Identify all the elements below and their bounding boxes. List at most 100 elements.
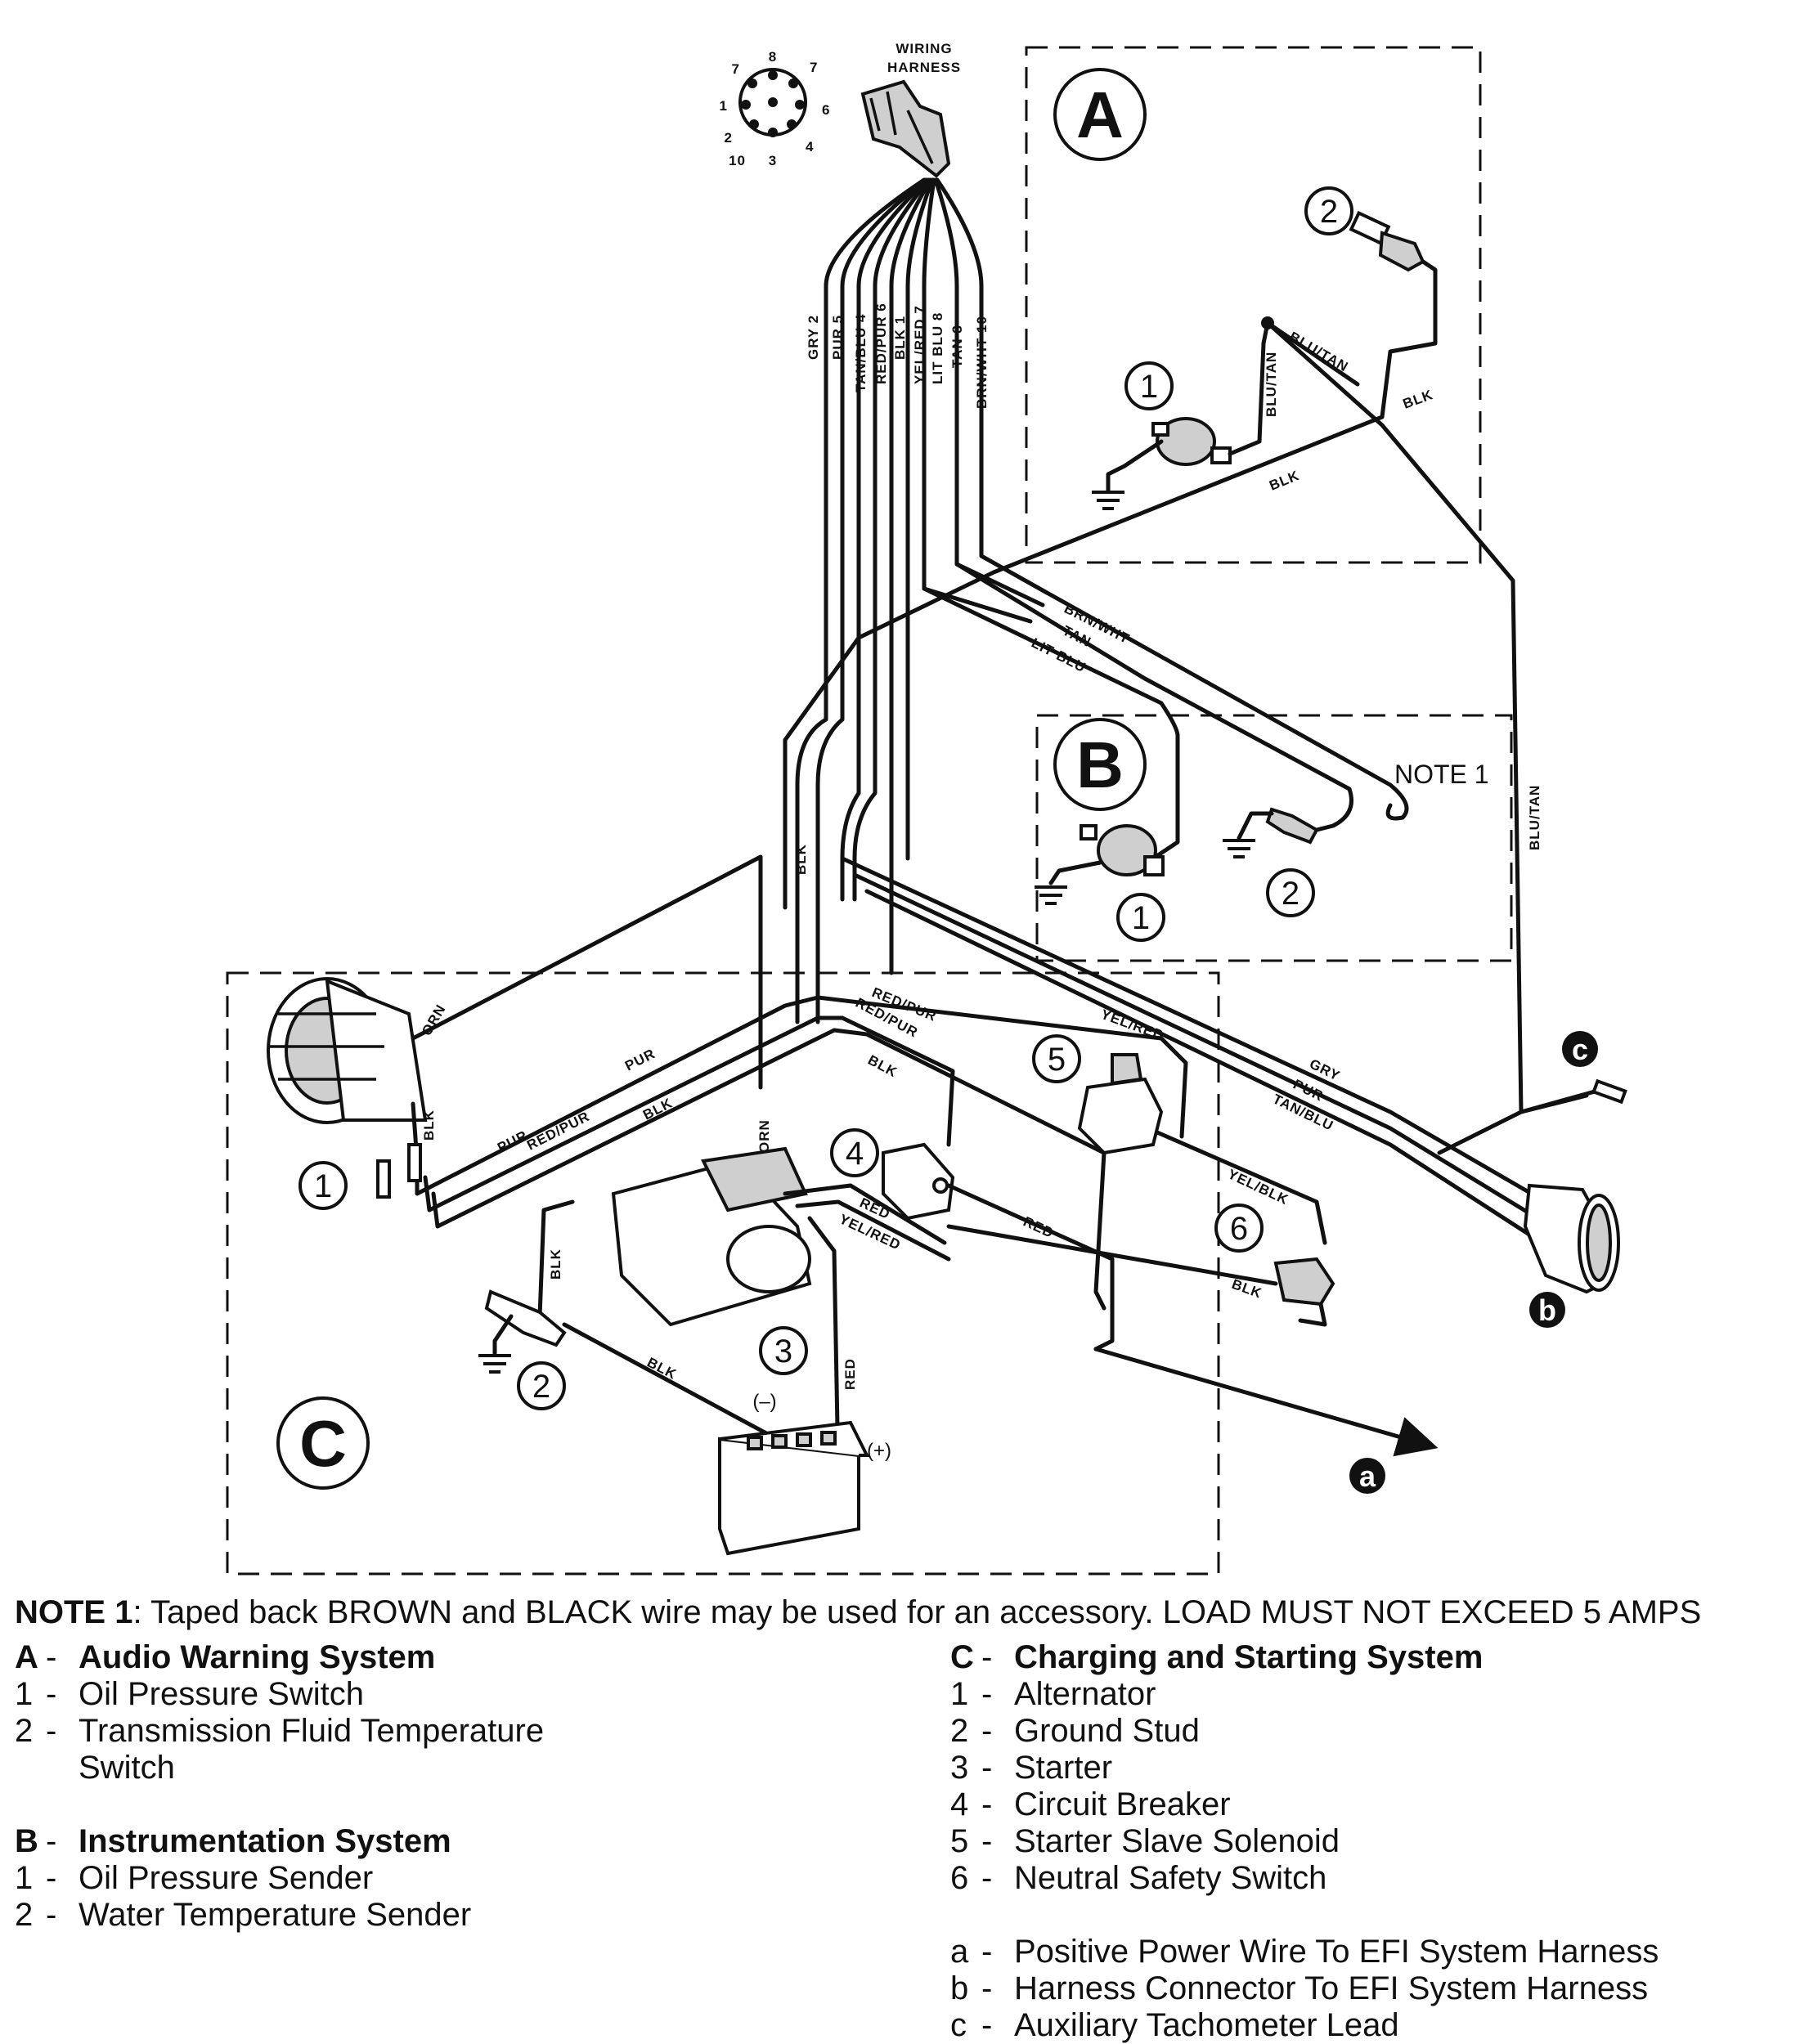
callout-a-marker (1349, 1458, 1385, 1494)
circuit-breaker (882, 1142, 955, 1221)
legend-text: Ground Stud (1014, 1713, 1200, 1749)
legend-item: 5 - Starter Slave Solenoid (950, 1823, 1793, 1860)
legend-dash: - (981, 1676, 993, 1712)
battery-negative: (–) (752, 1391, 776, 1413)
legend-item: 2 - Ground Stud (950, 1713, 1793, 1750)
efi-harness-connector (1523, 1183, 1620, 1294)
section-b-marker (1053, 718, 1147, 811)
pin-4: 4 (806, 139, 814, 155)
alternator (267, 977, 428, 1124)
legend-item: 1 - Alternator (950, 1676, 1793, 1713)
pin-5: 6 (822, 102, 830, 118)
legend-dash: - (981, 1860, 993, 1896)
legend-key: b (950, 1970, 969, 2006)
legend-left-column: A - Audio Warning System 1 - Oil Pressur… (15, 1639, 898, 1934)
legend-item: 2 - Water Temperature Sender (15, 1897, 898, 1934)
note-1-text: : Taped back BROWN and BLACK wire may be… (132, 1594, 1702, 1630)
wire-label-blk-breaker: BLK (865, 1052, 900, 1081)
legend-text: Instrumentation System (79, 1823, 451, 1859)
legend-key: 5 (950, 1823, 969, 1859)
pin-1: 1 (720, 98, 728, 114)
wire-label-red-breaker: RED (1021, 1213, 1056, 1241)
wire-label-brnwht10: BRN/WHT 10 (974, 316, 990, 409)
a2-number: 2 (1320, 194, 1338, 230)
harness-label-line1: WIRING (896, 41, 952, 56)
legend-dash: - (981, 1639, 993, 1675)
legend-dash: - (46, 1860, 57, 1896)
callout-c-marker (1562, 1031, 1598, 1067)
ground-stud (484, 1289, 567, 1347)
callout-a: a (1359, 1459, 1376, 1493)
c1-number: 1 (314, 1168, 332, 1204)
legend-item: c - Auxiliary Tachometer Lead (950, 2007, 1793, 2044)
c1-number-circle (299, 1161, 348, 1210)
section-c-marker (276, 1396, 370, 1490)
c2-number-circle (517, 1361, 566, 1410)
note-1-marker: NOTE 1 (1394, 760, 1489, 789)
starter (611, 1146, 812, 1327)
legend-dash: - (981, 1934, 993, 1970)
legend-dash: - (981, 2007, 993, 2043)
legend-right-column: C - Charging and Starting System 1 - Alt… (950, 1639, 1793, 2044)
section-b-box (1035, 714, 1513, 962)
legend-dash: - (46, 1676, 57, 1712)
wire-label-blk-a2: BLK (1401, 387, 1435, 412)
legend-key: 6 (950, 1860, 969, 1896)
note-1-label: NOTE 1 (15, 1594, 133, 1630)
callout-c: c (1572, 1033, 1588, 1066)
callout-b-marker (1529, 1292, 1565, 1328)
legend-key: B (15, 1823, 38, 1859)
transmission-fluid-temp-switch (1349, 210, 1425, 272)
legend-section-c: C - Charging and Starting System (950, 1639, 1793, 1676)
c3-number-circle (759, 1326, 808, 1375)
pin-2: 2 (725, 130, 733, 146)
a1-ground-symbol (1092, 491, 1124, 510)
legend-key: 4 (950, 1786, 969, 1822)
wiring-harness-plug (860, 79, 951, 178)
legend-item: 1 - Oil Pressure Switch (15, 1676, 898, 1713)
legend-text: Alternator (1014, 1676, 1156, 1712)
legend-text: Oil Pressure Sender (79, 1860, 374, 1896)
c4-number: 4 (846, 1136, 864, 1172)
legend-key: A (15, 1639, 38, 1675)
c4-number-circle (830, 1128, 879, 1177)
neutral-safety-switch (1273, 1257, 1335, 1307)
wire-label-tan3: TAN 3 (949, 325, 965, 368)
c6-number: 6 (1230, 1211, 1248, 1247)
section-a-marker (1053, 68, 1147, 161)
harness-label-line2: HARNESS (887, 60, 961, 75)
alternator-fuse-2 (407, 1143, 422, 1182)
wire-label-yelred-solenoid: YEL/RED (1099, 1006, 1166, 1043)
wire-label-yelred7: YEL/RED 7 (912, 305, 927, 384)
legend-dash: - (981, 1713, 993, 1749)
legend-key: 2 (950, 1713, 969, 1749)
wire-label-redpur6: RED/PUR 6 (873, 303, 889, 384)
pin-10: 10 (729, 153, 746, 168)
c2-ground-symbol (478, 1354, 511, 1374)
b1-number-circle (1116, 893, 1165, 942)
section-a-letter: A (1076, 78, 1124, 151)
wire-label-blk1: BLK 1 (892, 316, 908, 360)
legend-key: 3 (950, 1750, 969, 1786)
section-c-letter: C (299, 1407, 347, 1480)
legend-key: c (950, 2007, 967, 2043)
pin-7: 8 (769, 49, 777, 65)
legend-text: Neutral Safety Switch (1014, 1860, 1327, 1896)
harness-wire-bundle (795, 177, 1049, 1024)
legend-dash: - (46, 1713, 57, 1749)
legend-key: 1 (950, 1676, 969, 1712)
a1-number-circle (1124, 361, 1174, 410)
legend-text: Transmission Fluid Temperature Switch (79, 1713, 545, 1786)
wire-label-orn-vertical: ORN (756, 1119, 772, 1153)
wire-label-blk-a: BLK (1267, 468, 1301, 494)
pin-8: 7 (732, 61, 740, 77)
legend-section-a: A - Audio Warning System (15, 1639, 898, 1676)
oil-pressure-switch (1151, 417, 1232, 466)
legend-text: Starter Slave Solenoid (1014, 1823, 1340, 1859)
legend-key: 1 (15, 1676, 34, 1712)
legend-key: C (950, 1639, 974, 1675)
note-1: NOTE 1: Taped back BROWN and BLACK wire … (15, 1594, 1701, 1631)
c5-number: 5 (1048, 1042, 1066, 1078)
legend-item: 1 - Oil Pressure Sender (15, 1860, 898, 1897)
legend-dash: - (981, 1750, 993, 1786)
